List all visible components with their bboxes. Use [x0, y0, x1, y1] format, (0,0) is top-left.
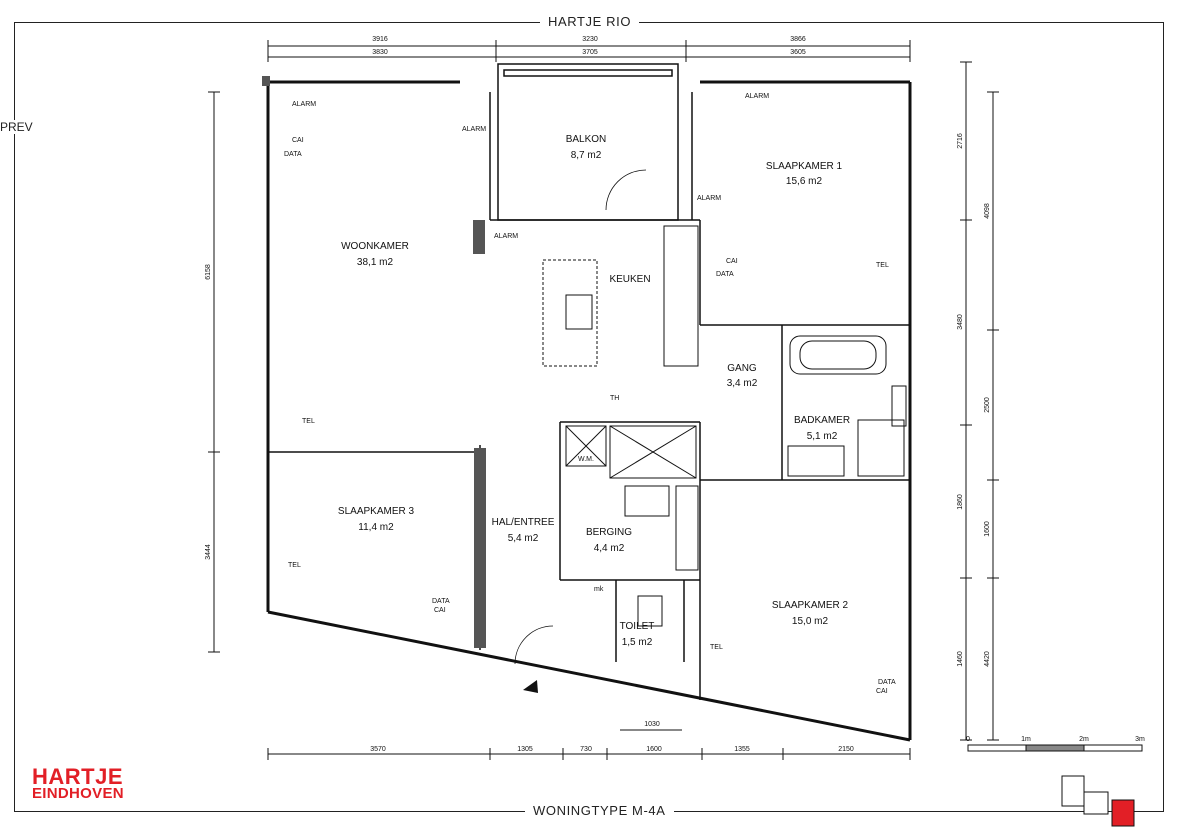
dim-right-a: 1460 [957, 651, 964, 667]
room-slaapkamer2-name: SLAAPKAMER 2 [772, 600, 849, 611]
scale-label: 0 [966, 736, 970, 743]
dim-bottom-small: 1030 [644, 721, 660, 728]
data-label: DATA [432, 598, 450, 605]
room-woonkamer-name: WOONKAMER [341, 241, 409, 252]
dim-top-inner: 3605 [790, 49, 806, 56]
room-berging-name: BERGING [586, 527, 632, 538]
cai-label: CAI [876, 688, 888, 695]
room-badkamer-area: 5,1 m2 [807, 431, 838, 442]
tel-label: TEL [302, 418, 315, 425]
room-slaapkamer3-name: SLAAPKAMER 3 [338, 506, 415, 517]
room-balkon-area: 8,7 m2 [571, 150, 602, 161]
logo-line1: HARTJE [32, 764, 124, 789]
room-toilet-name: TOILET [620, 621, 655, 632]
data-label: DATA [878, 679, 896, 686]
logo-line2: EINDHOVEN [32, 785, 124, 802]
room-gang-name: GANG [727, 363, 757, 374]
wm-label: W.M. [578, 456, 594, 463]
dim-top-inner: 3830 [372, 49, 388, 56]
room-badkamer-name: BADKAMER [794, 415, 850, 426]
tel-label: TEL [288, 562, 301, 569]
dim-top-outer: 3916 [372, 36, 388, 43]
dim-bottom: 1600 [646, 746, 662, 753]
dim-bottom: 1355 [734, 746, 750, 753]
scale-label: 2m [1079, 736, 1089, 743]
dim-top-outer: 3866 [790, 36, 806, 43]
room-berging-area: 4,4 m2 [594, 543, 625, 554]
alarm-label: ALARM [494, 233, 518, 240]
alarm-label: ALARM [292, 101, 316, 108]
room-slaapkamer1-name: SLAAPKAMER 1 [766, 161, 843, 172]
alarm-label: ALARM [697, 195, 721, 202]
room-toilet-area: 1,5 m2 [622, 637, 653, 648]
dim-top-inner: 3705 [582, 49, 598, 56]
mk-label: mk [594, 586, 604, 593]
room-woonkamer-area: 38,1 m2 [357, 257, 394, 268]
th-label: TH [610, 395, 619, 402]
room-balkon-name: BALKON [566, 134, 607, 145]
tel-label: TEL [710, 644, 723, 651]
entrance-arrow-icon [523, 680, 538, 693]
dim-left: 3444 [205, 544, 212, 560]
hartje-eindhoven-logo: HARTJE EINDHOVEN [32, 764, 124, 803]
data-label: DATA [284, 151, 302, 158]
room-slaapkamer2-area: 15,0 m2 [792, 616, 829, 627]
dim-right-a: 3480 [957, 314, 964, 330]
scale-label: 3m [1135, 736, 1145, 743]
room-slaapkamer3-area: 11,4 m2 [358, 522, 394, 533]
dim-right-b: 1600 [984, 521, 991, 537]
dim-right-a: 2716 [957, 133, 964, 149]
dim-bottom: 2150 [838, 746, 854, 753]
room-keuken-name: KEUKEN [609, 274, 650, 285]
room-hal-area: 5,4 m2 [508, 533, 539, 544]
project-title: HARTJE RIO [540, 14, 640, 29]
alarm-label: ALARM [462, 126, 486, 133]
dim-right-b: 4098 [984, 203, 991, 219]
cai-label: CAI [434, 607, 446, 614]
plan-type-title: WONINGTYPE M-4A [525, 803, 674, 818]
prev-link[interactable]: PREV [0, 120, 37, 134]
building-3d-icon [1061, 775, 1135, 827]
dim-bottom: 1305 [517, 746, 533, 753]
dim-bottom: 3570 [370, 746, 386, 753]
dim-top-outer: 3230 [582, 36, 598, 43]
cai-label: CAI [726, 258, 738, 265]
scale-label: 1m [1021, 736, 1031, 743]
data-label: DATA [716, 271, 734, 278]
dim-bottom: 730 [580, 746, 592, 753]
room-gang-area: 3,4 m2 [727, 378, 758, 389]
cai-label: CAI [292, 137, 304, 144]
room-slaapkamer1-area: 15,6 m2 [786, 176, 823, 187]
dim-right-a: 1860 [957, 494, 964, 510]
dim-right-b: 4420 [984, 651, 991, 667]
dim-left: 6158 [205, 264, 212, 280]
tel-label: TEL [876, 262, 889, 269]
alarm-label: ALARM [745, 93, 769, 100]
dim-right-b: 2500 [984, 397, 991, 413]
room-hal-name: HAL/ENTREE [492, 517, 555, 528]
